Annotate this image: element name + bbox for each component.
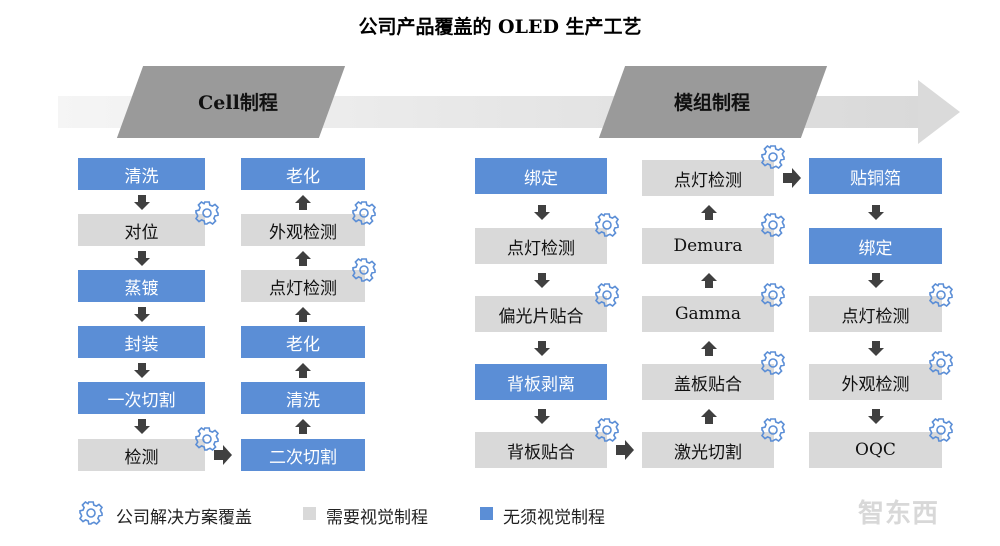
gear-icon xyxy=(79,501,103,525)
module-step-lighting-test-2: 点灯检测 xyxy=(642,160,774,196)
module-step-lighting-test: 点灯检测 xyxy=(475,228,607,264)
gear-icon xyxy=(595,418,619,442)
cell-stage-label: Cell制程 xyxy=(198,92,278,114)
gear-icon xyxy=(929,283,953,307)
legend-no-vision-label: 无须视觉制程 xyxy=(503,508,605,528)
module-step-oqc: OQC xyxy=(809,432,942,468)
flow-arrow-down xyxy=(134,251,150,266)
module-step-demura: Demura xyxy=(642,228,774,264)
legend-solution-label: 公司解决方案覆盖 xyxy=(116,508,252,528)
module-step-copper-foil: 贴铜箔 xyxy=(809,158,942,194)
flow-arrow-right xyxy=(616,440,634,460)
flow-arrow-right xyxy=(783,168,801,188)
legend-vision-label: 需要视觉制程 xyxy=(326,508,428,528)
cell-step-inspection: 检测 xyxy=(78,439,205,471)
flow-arrow-up xyxy=(295,363,311,378)
gear-icon xyxy=(761,213,785,237)
module-step-polarizer: 偏光片贴合 xyxy=(475,296,607,332)
flow-arrow-down xyxy=(534,341,550,356)
flow-arrow-up xyxy=(295,419,311,434)
cell-step-clean: 清洗 xyxy=(78,158,205,190)
cell-step-visual-inspection: 外观检测 xyxy=(241,214,365,246)
module-step-gamma: Gamma xyxy=(642,296,774,332)
gear-icon xyxy=(761,283,785,307)
flow-arrow-up xyxy=(295,307,311,322)
cell-step-aging: 老化 xyxy=(241,158,365,190)
legend-gray-swatch xyxy=(303,507,316,520)
flow-arrow-down xyxy=(868,409,884,424)
flow-arrow-down xyxy=(534,205,550,220)
flow-arrow-up xyxy=(701,341,717,356)
gear-icon xyxy=(761,351,785,375)
flow-arrow-up xyxy=(701,273,717,288)
cell-step-second-cut: 二次切割 xyxy=(241,439,365,471)
gear-icon xyxy=(195,201,219,225)
flow-arrow-down xyxy=(868,341,884,356)
flow-arrow-up xyxy=(295,195,311,210)
module-step-cover-attach: 盖板贴合 xyxy=(642,364,774,400)
gear-icon xyxy=(352,258,376,282)
cell-step-aging-2: 老化 xyxy=(241,326,365,358)
process-arrowhead xyxy=(918,80,960,144)
flow-arrow-down xyxy=(134,307,150,322)
module-step-laser-cut: 激光切割 xyxy=(642,432,774,468)
module-step-lighting-test-3: 点灯检测 xyxy=(809,296,942,332)
page-title: 公司产品覆盖的 OLED 生产工艺 xyxy=(358,16,642,38)
module-step-backplate-peel: 背板剥离 xyxy=(475,364,607,400)
flow-arrow-down xyxy=(868,205,884,220)
flow-arrow-down xyxy=(134,419,150,434)
flow-arrow-down xyxy=(134,195,150,210)
gear-icon xyxy=(929,418,953,442)
gear-icon xyxy=(195,427,219,451)
module-stage-label: 模组制程 xyxy=(673,92,750,114)
module-step-bonding: 绑定 xyxy=(475,158,607,194)
watermark-logo: 智东西 xyxy=(858,499,940,529)
cell-step-first-cut: 一次切割 xyxy=(78,382,205,414)
cell-step-lighting-test: 点灯检测 xyxy=(241,270,365,302)
flow-arrow-up xyxy=(701,205,717,220)
gear-icon xyxy=(595,213,619,237)
cell-step-encapsulation: 封装 xyxy=(78,326,205,358)
gear-icon xyxy=(595,283,619,307)
cell-step-evaporation: 蒸镀 xyxy=(78,270,205,302)
legend-blue-swatch xyxy=(480,507,493,520)
gear-icon xyxy=(352,201,376,225)
module-step-visual-inspection: 外观检测 xyxy=(809,364,942,400)
flow-arrow-down xyxy=(534,409,550,424)
cell-step-clean-2: 清洗 xyxy=(241,382,365,414)
flow-arrow-down xyxy=(868,273,884,288)
gear-icon xyxy=(929,351,953,375)
module-step-bonding-2: 绑定 xyxy=(809,228,942,264)
flow-arrow-right xyxy=(214,445,232,465)
flow-arrow-down xyxy=(534,273,550,288)
flow-arrow-up xyxy=(701,409,717,424)
flow-arrow-up xyxy=(295,251,311,266)
flow-arrow-down xyxy=(134,363,150,378)
gear-icon xyxy=(761,145,785,169)
cell-step-align: 对位 xyxy=(78,214,205,246)
gear-icon xyxy=(761,418,785,442)
module-step-backplate-attach: 背板贴合 xyxy=(475,432,607,468)
